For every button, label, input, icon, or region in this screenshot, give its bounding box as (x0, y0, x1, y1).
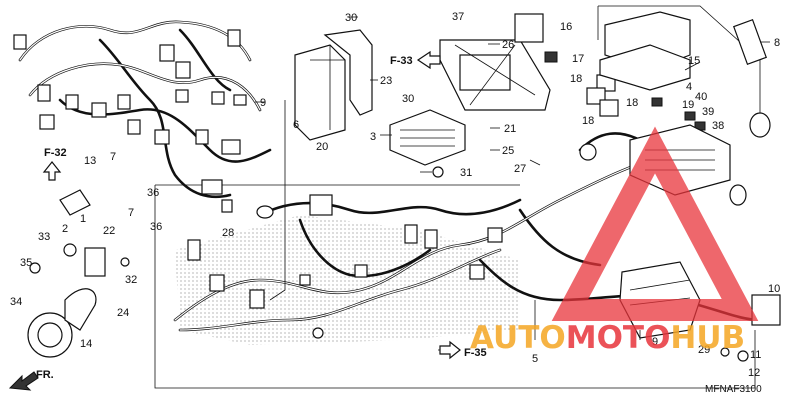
callout-23: 23 (380, 75, 392, 87)
callout-33: 33 (38, 231, 50, 243)
ecu-unit (294, 29, 373, 141)
sub-harness (13, 20, 272, 213)
callout-28: 28 (222, 227, 234, 239)
callout-36b: 36 (150, 221, 162, 233)
callout-30a: 30 (345, 12, 357, 24)
main-harness-frame (154, 185, 756, 389)
ref-f35: F-35 (464, 347, 487, 359)
ref-f32-arrow (42, 161, 62, 181)
callout-36a: 36 (147, 187, 159, 199)
front-label: FR. (36, 369, 54, 381)
battery-tray (439, 39, 551, 111)
callout-24: 24 (117, 307, 129, 319)
callout-31: 31 (460, 167, 472, 179)
callout-4: 4 (686, 81, 692, 93)
callout-7b: 7 (128, 207, 134, 219)
ref-f33: F-33 (390, 55, 413, 67)
callout-8: 8 (774, 37, 780, 49)
ref-f32: F-32 (44, 147, 67, 159)
callout-6: 6 (293, 119, 299, 131)
callout-40: 40 (695, 91, 707, 103)
callout-26: 26 (502, 39, 514, 51)
fuse-box-frame (598, 5, 761, 130)
watermark-part-1: AUTO (470, 320, 566, 356)
callout-18b: 18 (626, 97, 638, 109)
callout-22: 22 (103, 225, 115, 237)
callout-numbers: 1 2 3 4 5 6 7 7 8 9 9 10 11 12 13 14 15 … (10, 11, 780, 379)
ref-f33-arrow (416, 50, 441, 70)
callout-9b: 9 (652, 336, 658, 348)
callout-34: 34 (10, 296, 22, 308)
callout-10: 10 (768, 283, 780, 295)
watermark-part-2: MOTO (566, 320, 671, 356)
callout-9a: 9 (260, 97, 266, 109)
leader-lines (255, 16, 770, 351)
callout-32: 32 (125, 274, 137, 286)
callout-12: 12 (748, 367, 760, 379)
callout-18c: 18 (582, 115, 594, 127)
callout-30b: 30 (402, 93, 414, 105)
callout-13: 13 (84, 155, 96, 167)
watermark-part-3: HUB (670, 320, 745, 356)
drawing-code: MFNAF3100 (705, 384, 762, 395)
reference-marks: F-32 F-33 F-35 FR. (8, 50, 487, 391)
callout-15: 15 (688, 55, 700, 67)
horn-assembly (27, 189, 130, 358)
callout-19: 19 (682, 99, 694, 111)
callout-11: 11 (750, 349, 761, 361)
callout-39: 39 (702, 106, 714, 118)
callout-27: 27 (514, 163, 526, 175)
callout-2: 2 (62, 223, 68, 235)
relays (514, 13, 706, 131)
callout-5: 5 (532, 353, 538, 365)
callout-7a: 7 (110, 151, 116, 163)
watermark-logo (551, 126, 759, 321)
callout-29: 29 (698, 344, 710, 356)
callout-38: 38 (712, 120, 724, 132)
callout-21: 21 (504, 123, 516, 135)
callout-20: 20 (316, 141, 328, 153)
callout-17: 17 (572, 53, 584, 65)
ref-f35-arrow (439, 340, 461, 360)
fuse-box (599, 11, 768, 91)
callout-1: 1 (80, 213, 86, 225)
callout-3: 3 (370, 131, 376, 143)
callout-25: 25 (502, 145, 514, 157)
callout-16: 16 (560, 21, 572, 33)
callout-37: 37 (452, 11, 464, 23)
callout-14: 14 (80, 338, 92, 350)
front-arrow (8, 371, 39, 391)
watermark-text: AUTOMOTOHUB (470, 320, 745, 356)
callout-35: 35 (20, 257, 32, 269)
regulator-rectifier (389, 109, 466, 178)
callout-18a: 18 (570, 73, 582, 85)
